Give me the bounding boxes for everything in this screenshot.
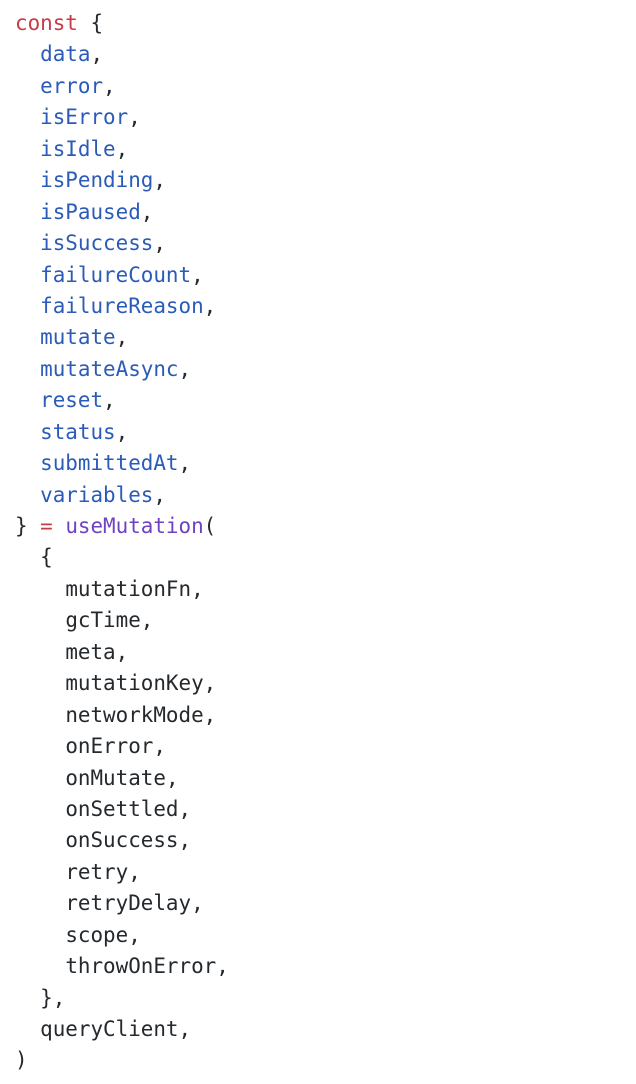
code-line: mutationFn, xyxy=(65,576,204,601)
code-line: onSettled, xyxy=(65,796,192,821)
options-open-brace: { xyxy=(40,545,53,570)
option-key: gcTime xyxy=(65,608,141,633)
code-line: networkMode, xyxy=(65,702,217,727)
code-line-call: } = useMutation( xyxy=(15,511,636,542)
code-line: error, xyxy=(40,73,116,98)
code-line: }, xyxy=(15,983,636,1014)
option-key: onSuccess xyxy=(65,828,179,853)
code-line: retry, xyxy=(65,859,141,884)
destructured-prop: failureCount xyxy=(40,262,192,287)
destructured-prop: reset xyxy=(40,388,104,413)
query-client-arg: queryClient xyxy=(40,1017,179,1041)
option-key: mutationKey xyxy=(65,671,204,696)
code-line: isPaused, xyxy=(40,199,154,224)
code-line: scope, xyxy=(65,922,141,947)
code-line: retryDelay, xyxy=(65,891,204,916)
destructured-prop: status xyxy=(40,419,116,444)
destructured-prop: isPending xyxy=(40,168,154,193)
close-paren: ) xyxy=(15,1048,28,1073)
destructured-prop: error xyxy=(40,73,104,98)
option-key: scope xyxy=(65,922,129,947)
destructured-prop: data xyxy=(40,42,91,67)
destructured-prop: mutate xyxy=(40,325,116,350)
code-line-close: ) xyxy=(15,1045,636,1076)
option-key: onSettled xyxy=(65,796,179,821)
option-key: mutationFn xyxy=(65,576,192,601)
code-line: mutateAsync, xyxy=(40,356,192,381)
code-line: data, xyxy=(40,42,104,67)
destructured-prop: variables xyxy=(40,482,154,507)
option-key: throwOnError xyxy=(65,954,217,979)
option-key: retry xyxy=(65,859,129,884)
code-line: isError, xyxy=(40,105,141,130)
code-line: failureCount, xyxy=(40,262,204,287)
const-keyword: const xyxy=(15,11,78,35)
code-line: failureReason, xyxy=(40,293,217,318)
destructured-prop: submittedAt xyxy=(40,451,179,476)
function-name: useMutation xyxy=(65,514,204,538)
options-close-brace: }, xyxy=(40,985,66,1010)
code-line: onError, xyxy=(65,734,166,759)
destructured-prop: mutateAsync xyxy=(40,356,179,381)
code-line: variables, xyxy=(40,482,166,507)
code-line: isSuccess, xyxy=(40,231,166,256)
code-line: gcTime, xyxy=(65,608,154,633)
option-key: onError xyxy=(65,734,154,759)
code-line: mutationKey, xyxy=(65,671,217,696)
option-key: networkMode xyxy=(65,702,204,727)
destructured-prop: failureReason xyxy=(40,293,204,318)
option-key: onMutate xyxy=(65,765,166,790)
code-line: onMutate, xyxy=(65,765,179,790)
code-line: onSuccess, xyxy=(65,828,192,853)
code-line: reset, xyxy=(40,388,116,413)
code-line: isIdle, xyxy=(40,136,129,161)
destructured-prop: isPaused xyxy=(40,199,141,224)
open-brace: { xyxy=(90,11,104,35)
code-line: { xyxy=(15,542,636,573)
code-line-const: const { xyxy=(15,8,636,39)
destructured-prop: isError xyxy=(40,105,129,130)
destructured-prop: isIdle xyxy=(40,136,116,161)
close-brace: } xyxy=(15,514,28,538)
option-key: meta xyxy=(65,639,116,664)
code-line: isPending, xyxy=(40,168,166,193)
open-paren: ( xyxy=(203,514,217,538)
assign-operator: = xyxy=(40,514,53,538)
code-line: meta, xyxy=(65,639,129,664)
code-line: status, xyxy=(40,419,129,444)
destructured-prop: isSuccess xyxy=(40,231,154,256)
code-line: throwOnError, xyxy=(65,954,229,979)
code-line: mutate, xyxy=(40,325,129,350)
code-line: submittedAt, xyxy=(40,451,192,476)
code-line: queryClient, xyxy=(40,1017,192,1041)
option-key: retryDelay xyxy=(65,891,192,916)
